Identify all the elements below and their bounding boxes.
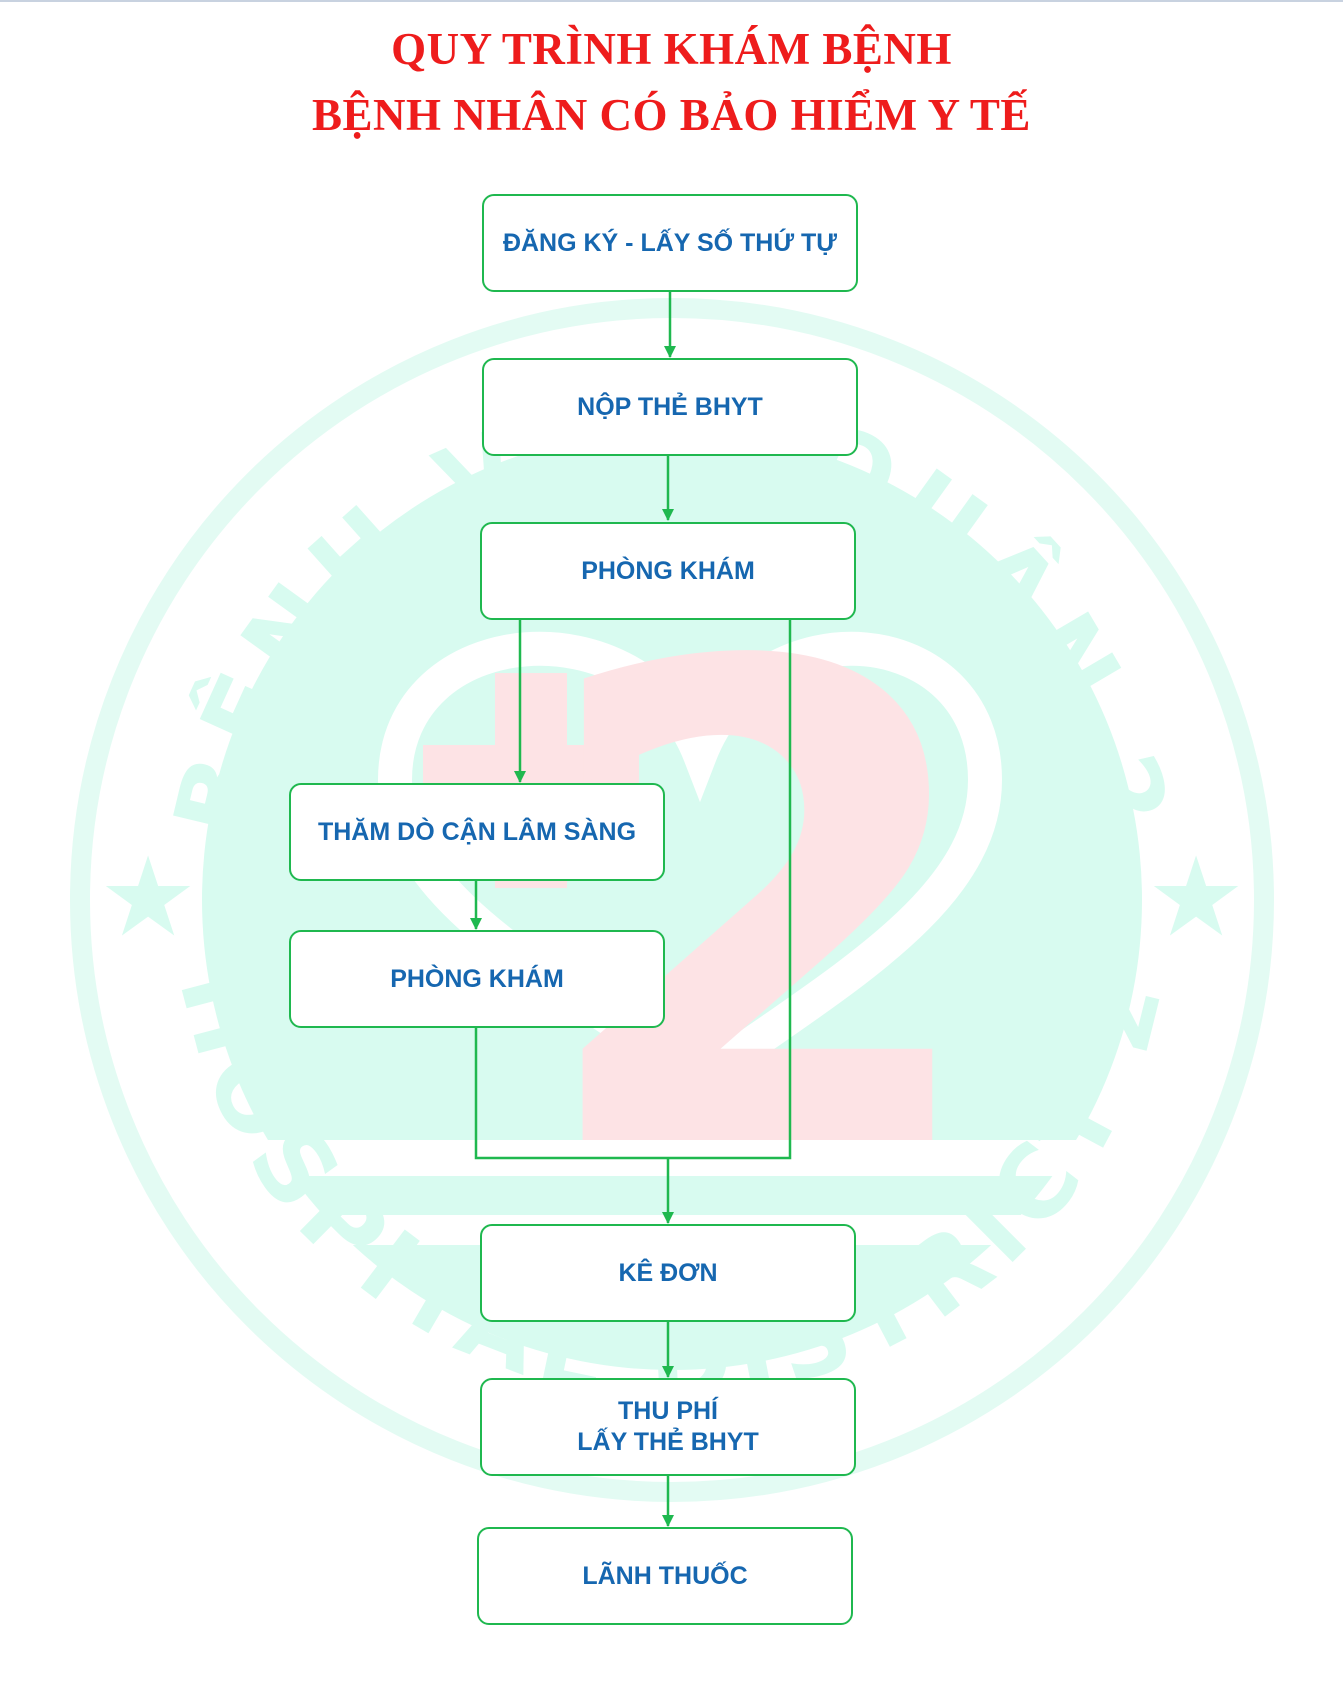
step-paraclinical: THĂM DÒ CẬN LÂM SÀNG xyxy=(289,783,665,881)
step-label: ĐĂNG KÝ - LẤY SỐ THỨ TỰ xyxy=(502,228,838,257)
step-label: LẤY THẺ BHYT xyxy=(577,1428,759,1456)
step-clinic: PHÒNG KHÁM xyxy=(480,522,856,620)
step-label: NỘP THẺ BHYT xyxy=(577,392,763,421)
step-label: THU PHÍ xyxy=(618,1397,718,1425)
step-register: ĐĂNG KÝ - LẤY SỐ THỨ TỰ xyxy=(482,194,858,292)
logo-outer-ring xyxy=(70,298,1274,1502)
step-clinic-return: PHÒNG KHÁM xyxy=(289,930,665,1028)
step-payment: THU PHÍ LẤY THẺ BHYT xyxy=(480,1378,856,1476)
logo-star-icon: ★ xyxy=(99,833,198,961)
logo-heart xyxy=(377,631,1003,1101)
step-medicine: LÃNH THUỐC xyxy=(477,1527,853,1625)
step-label: LÃNH THUỐC xyxy=(582,1561,748,1590)
step-label: PHÒNG KHÁM xyxy=(581,556,755,585)
step-submit-card: NỘP THẺ BHYT xyxy=(482,358,858,456)
step-label: THĂM DÒ CẬN LÂM SÀNG xyxy=(317,817,637,846)
logo-numeral: 2 xyxy=(530,527,989,1296)
page-title-line-1: QUY TRÌNH KHÁM BỆNH xyxy=(391,24,952,74)
top-border-line xyxy=(0,0,1343,2)
step-label: PHÒNG KHÁM xyxy=(390,964,564,993)
merge-connector xyxy=(474,620,792,1160)
step-label: KÊ ĐƠN xyxy=(618,1258,718,1287)
page-title-line-2: BỆNH NHÂN CÓ BẢO HIỂM Y TẾ xyxy=(312,90,1031,140)
step-prescribe: KÊ ĐƠN xyxy=(480,1224,856,1322)
logo-star-icon: ★ xyxy=(1147,833,1246,961)
